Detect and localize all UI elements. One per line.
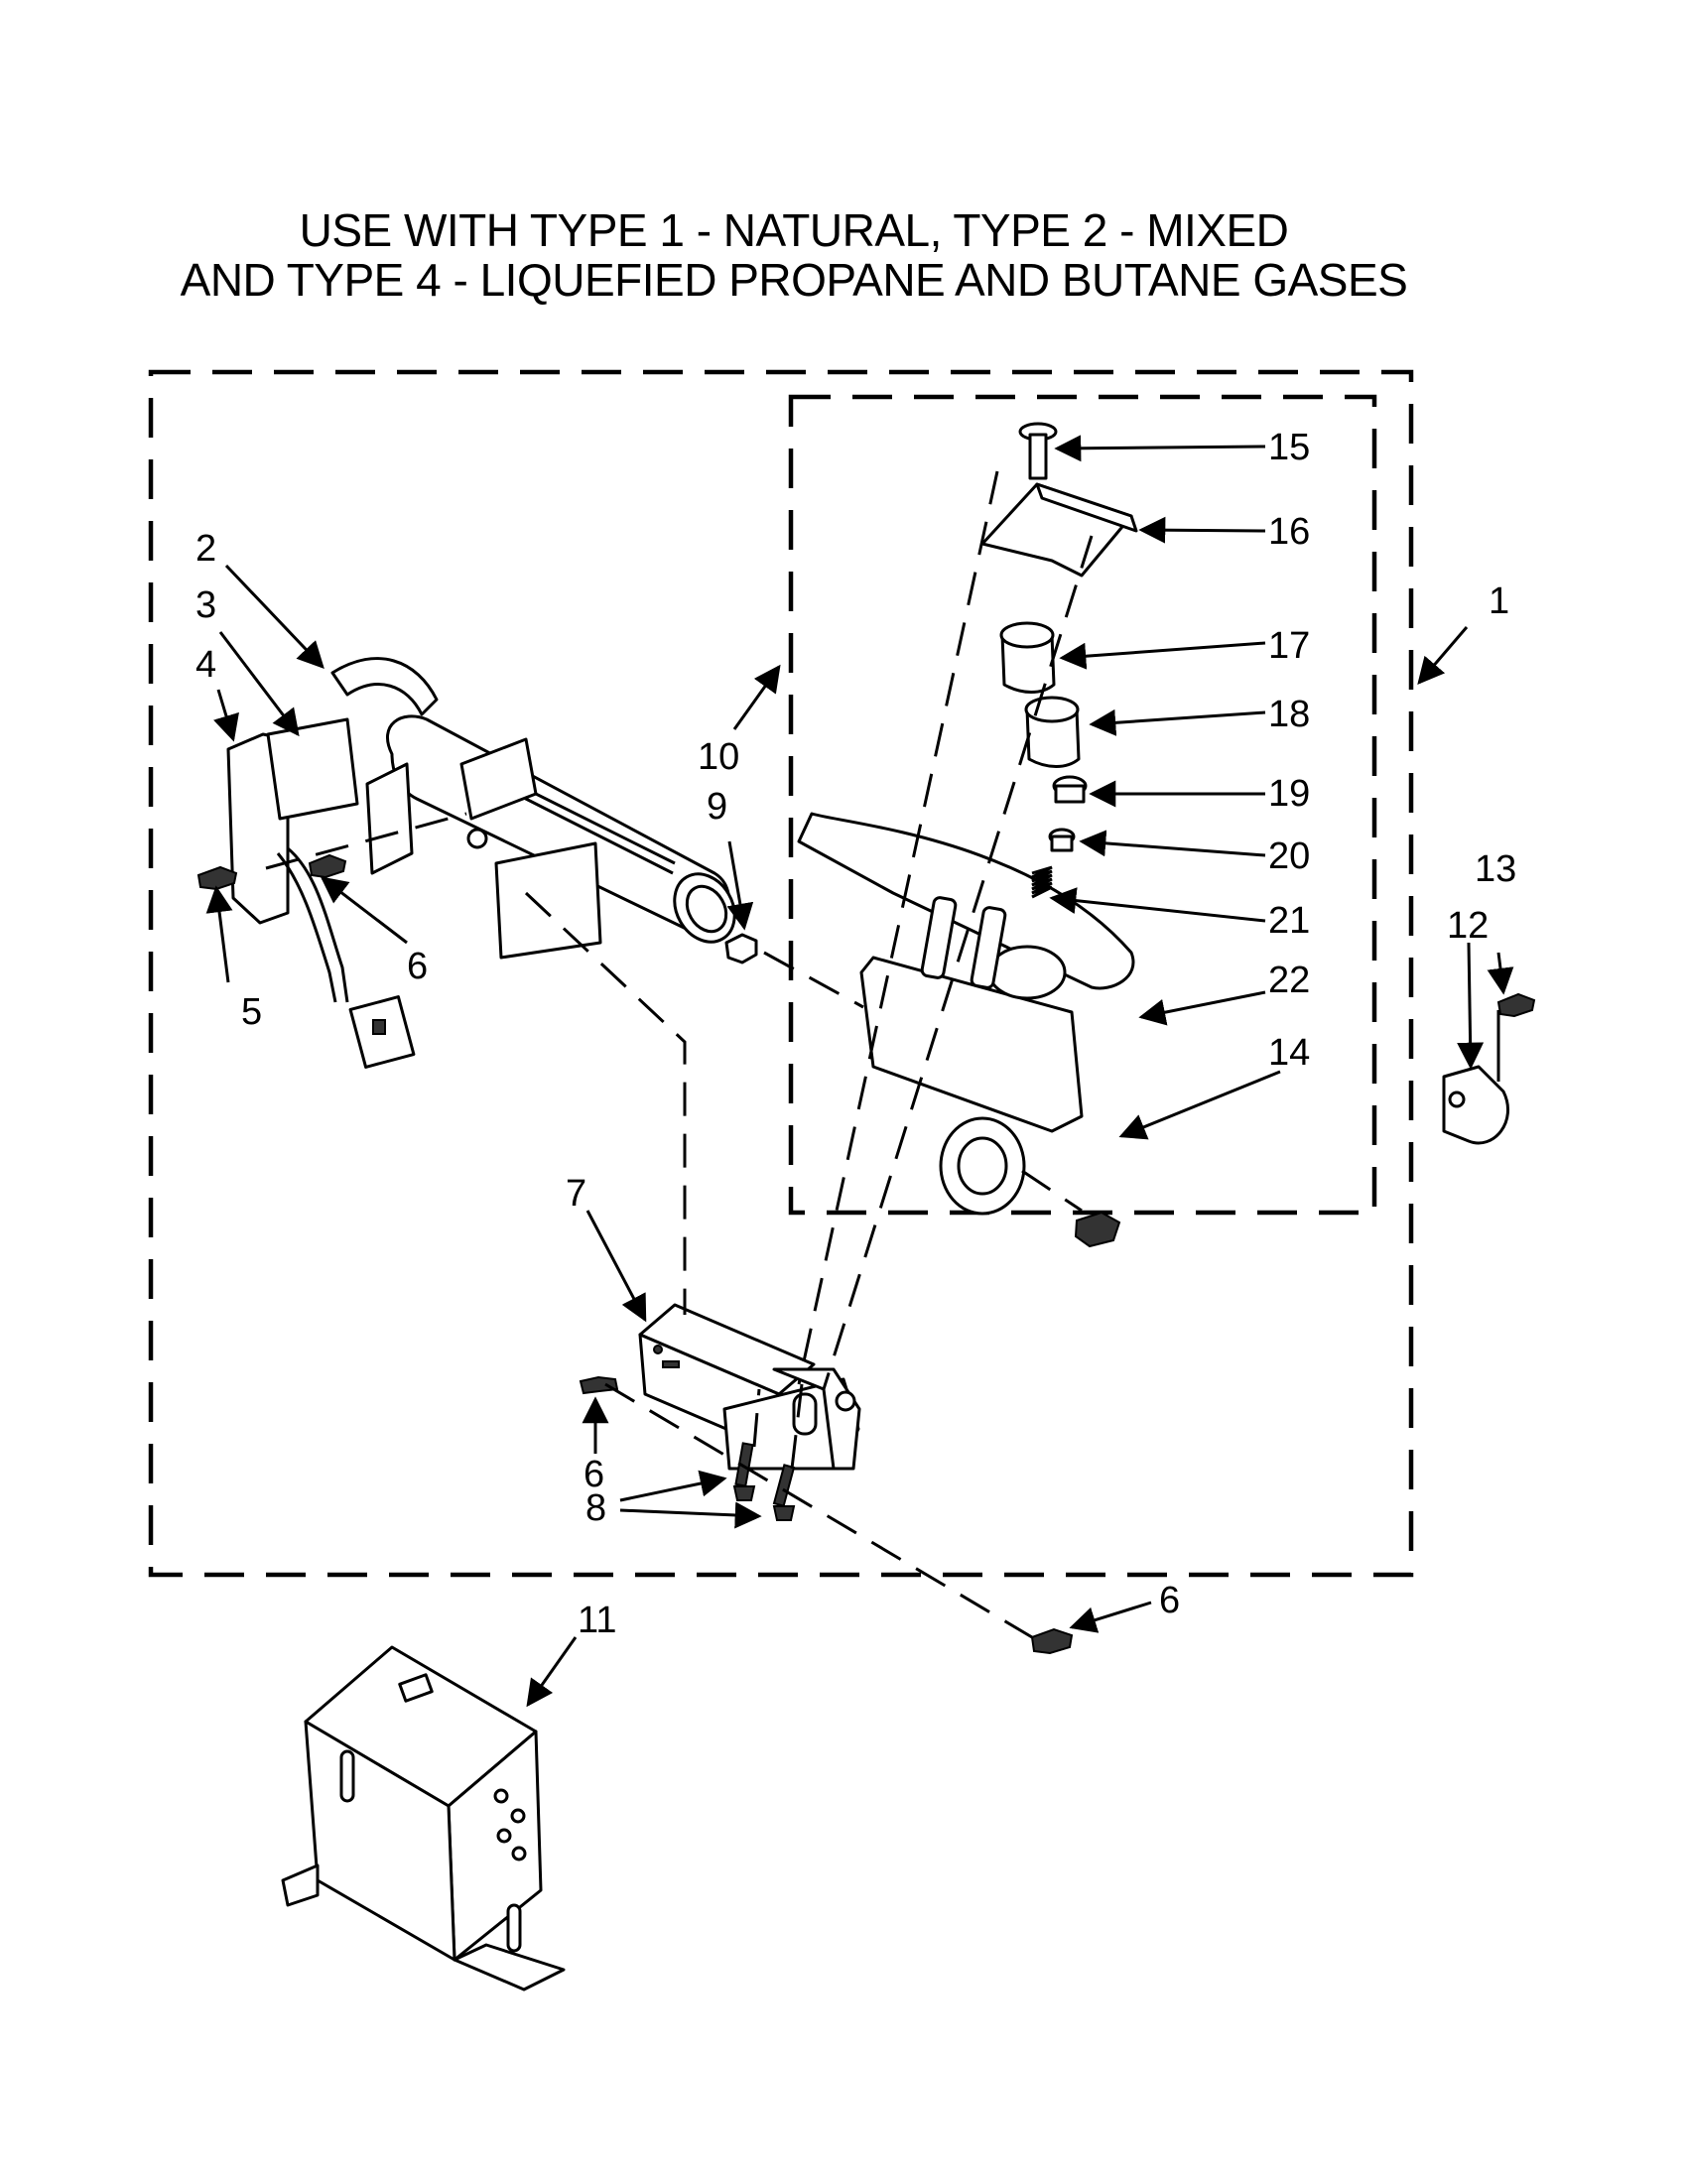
callout-8: 8 [585,1487,606,1529]
part-6-screw-upper [308,853,347,879]
callout-1: 1 [1489,580,1509,622]
callout-16: 16 [1268,511,1310,553]
part-9-orifice [724,933,758,964]
callout-4: 4 [195,644,216,686]
part-18-coil [1024,696,1081,768]
diagram-title-line-1: USE WITH TYPE 1 - NATURAL, TYPE 2 - MIXE… [299,204,1289,256]
part-16-coil-bracket [980,482,1138,578]
callout-5: 5 [241,991,262,1033]
diagram-title-line-2: AND TYPE 4 - LIQUEFIED PROPANE AND BUTAN… [180,254,1408,306]
part-3-4-ignitor-assembly [226,717,602,1069]
part-20-plunger [1048,828,1076,852]
callout-9: 9 [707,786,727,828]
callout-15: 15 [1268,427,1310,468]
outer-assembly-frame [148,369,1414,1578]
part-11-bracket [281,1645,566,1991]
callout-14: 14 [1268,1032,1310,1074]
part-2-burner-tube [330,657,736,944]
callout-19: 19 [1268,773,1310,815]
part-13-screw [1496,992,1536,1082]
callout-2: 2 [195,528,216,570]
leader-arrows [205,435,1514,1708]
part-21-spring [1031,865,1053,899]
part-5-screw [196,865,238,891]
part-12-clip [1442,1065,1510,1145]
part-17-coil [999,621,1056,694]
callout-7: 7 [566,1173,586,1215]
callout-21: 21 [1268,900,1310,942]
callout-3: 3 [195,584,216,626]
callout-11: 11 [578,1600,616,1641]
callout-13: 13 [1475,848,1516,890]
callout-17: 17 [1268,625,1310,667]
valve-kit-frame [788,394,1377,1216]
part-15-screw [1018,422,1058,480]
part-6-screw-bottom [1030,1627,1074,1655]
callout-6-bottom: 6 [1159,1580,1180,1621]
callout-6-upper: 6 [407,946,428,987]
callout-6-left: 6 [584,1454,604,1495]
callout-22: 22 [1268,960,1310,1001]
part-6-screw-left [579,1375,619,1395]
callout-18: 18 [1268,694,1310,735]
part-14-fitting [1074,1211,1121,1248]
callout-10: 10 [698,736,739,778]
callout-12: 12 [1447,905,1489,947]
assembly-dash-lines [265,470,1094,1639]
part-7-burner-bracket [638,1303,861,1471]
part-19-cap [1052,775,1088,804]
callout-20: 20 [1268,835,1310,877]
